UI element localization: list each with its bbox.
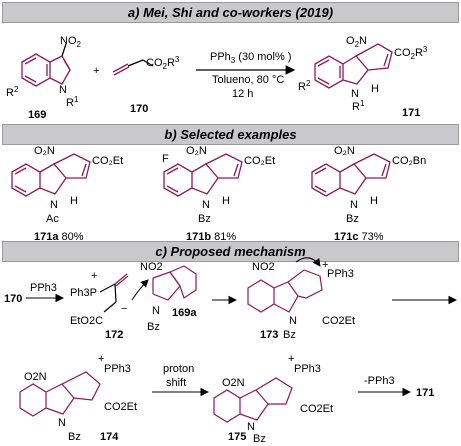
condition-time: 12 h: [232, 88, 253, 100]
mech-label-169a: 169a: [172, 307, 197, 319]
mech-ester-173: CO2Et: [322, 315, 355, 327]
example-label-yield: 171a 80%: [34, 231, 84, 243]
example-n-label: N: [202, 199, 210, 211]
section-header-c: c) Proposed mechanism: [2, 241, 459, 262]
mechanism-step-2: O2N + PPh3 N Bz CO2Et 174 proton shift O…: [19, 353, 434, 445]
product-ester-label: CO2R3: [394, 45, 428, 61]
example-ester-label: CO₂Bn: [392, 155, 426, 167]
mech-proton-label: proton: [163, 363, 194, 375]
compound-label-171: 171: [402, 107, 420, 119]
example-protect-label: Ac: [46, 213, 59, 225]
example-n-label: N: [50, 199, 58, 211]
example-ester-label: CO₂Et: [244, 155, 275, 167]
example-h-label: H: [70, 195, 78, 207]
mech-pph3-1: PPh3: [30, 282, 57, 294]
allene-170-structure: [112, 59, 154, 76]
example-no2-label: O₂N: [34, 145, 55, 157]
product-r1-label: R1: [352, 99, 365, 113]
mech-elim-label: -PPh3: [364, 375, 395, 387]
mech-label-175: 175: [228, 431, 246, 443]
example-substituent-label: F: [162, 153, 169, 165]
mech-label-173: 173: [260, 329, 278, 341]
mech-n-175: N: [247, 421, 255, 433]
mech-pph3-175: PPh3: [294, 363, 321, 375]
product-h-label: H: [371, 83, 379, 95]
product-171-structure: [314, 43, 393, 89]
example-ester-label: CO₂Et: [92, 155, 123, 167]
mech-bz-174: Bz: [68, 431, 81, 443]
mech-n-174: N: [58, 417, 66, 429]
example-label-yield: 171c 73%: [334, 231, 384, 243]
mech-n-169a: N: [152, 305, 160, 317]
mech-ester-172: EtO2C: [70, 315, 103, 327]
r1-label-169: R1: [66, 95, 79, 109]
mech-ph3p-172: Ph3P: [70, 287, 97, 299]
mech-label-170: 170: [4, 293, 22, 305]
indole-169-structure: [21, 43, 71, 87]
example-n-label: N: [350, 199, 358, 211]
mech-no2-173: NO2: [252, 261, 275, 273]
product-no2-label: O2N: [346, 35, 367, 49]
product-n-label: N: [351, 88, 359, 100]
mech-pph3-174: PPh3: [104, 363, 131, 375]
plus-sign: +: [93, 65, 99, 77]
example-no2-label: O₂N: [334, 145, 355, 157]
mech-label-174: 174: [100, 431, 119, 443]
mech-plus-174: +: [98, 353, 104, 365]
example-label-yield: 171b 81%: [186, 231, 236, 243]
mech-no2-174: O2N: [24, 371, 47, 383]
mech-bz-175: Bz: [253, 433, 266, 445]
allene-ester-label: CO2R3: [146, 55, 180, 71]
mech-ester-174: CO2Et: [104, 401, 137, 413]
n-label-169: N: [59, 84, 67, 96]
mech-plus-172: +: [91, 270, 97, 282]
section-header-b: b) Selected examples: [2, 124, 459, 145]
mech-ester-175: CO2Et: [300, 403, 333, 415]
condition-solvent: Tolueno, 80 °C: [212, 74, 284, 86]
mech-pph3-173: PPh3: [327, 268, 354, 280]
mech-bz-169a: Bz: [147, 321, 160, 333]
mech-plus-175: +: [288, 353, 294, 365]
mech-minus-172: −: [121, 303, 127, 315]
example-protect-label: Bz: [198, 213, 211, 225]
mech-bz-173: Bz: [283, 329, 296, 341]
mech-final-171: 171: [416, 387, 434, 399]
mech-plus-173: +: [322, 259, 328, 271]
condition-catalyst: PPh3 (30 mol% ): [210, 51, 292, 65]
mech-no2-175: O2N: [222, 377, 245, 389]
section-header-a: a) Mei, Shi and co-workers (2019): [2, 2, 459, 23]
example-h-label: H: [222, 195, 230, 207]
mechanism-step-1: 170 PPh3 Ph3P + − EtO2C 172 NO2 N Bz 169…: [4, 257, 458, 341]
r2-label-169: R2: [6, 85, 19, 99]
compound-label-170: 170: [130, 103, 148, 115]
example-protect-label: Bz: [346, 213, 359, 225]
example-h-label: H: [370, 195, 378, 207]
mech-shift-label: shift: [166, 377, 186, 389]
mech-n-173: N: [289, 315, 297, 327]
example-no2-label: O₂N: [186, 145, 207, 157]
no2-label-169: NO2: [60, 35, 82, 49]
mech-no2-169a: NO2: [140, 261, 163, 273]
product-r2-label: R2: [298, 79, 311, 93]
compound-label-169: 169: [28, 109, 46, 121]
mech-label-172: 172: [105, 329, 123, 341]
